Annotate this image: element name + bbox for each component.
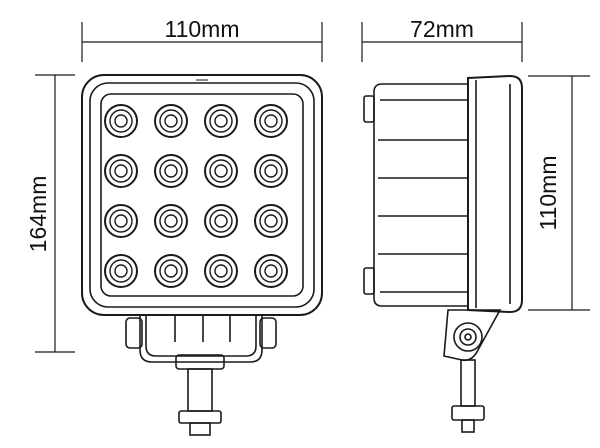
led-lens xyxy=(104,104,138,138)
led-lens xyxy=(154,204,188,238)
side-view xyxy=(363,74,523,433)
led-grid xyxy=(104,104,288,288)
front-lens xyxy=(100,93,304,297)
led-lens xyxy=(204,254,238,288)
led-lens xyxy=(104,154,138,188)
dimension-lines xyxy=(35,22,590,353)
side-bracket xyxy=(443,309,502,362)
side-heatsink xyxy=(373,83,469,307)
led-lens xyxy=(254,104,288,138)
led-lens xyxy=(154,254,188,288)
led-lens xyxy=(204,104,238,138)
front-view xyxy=(81,74,323,436)
side-pivot-bolt xyxy=(453,322,483,352)
led-lens xyxy=(254,254,288,288)
depth-label: 72mm xyxy=(410,16,474,42)
dimension-labels: 110mm 72mm 164mm 110mm xyxy=(25,16,561,252)
led-lens xyxy=(254,204,288,238)
side-height-label: 110mm xyxy=(535,156,561,231)
led-lens xyxy=(154,154,188,188)
front-bezel xyxy=(89,82,315,308)
side-bezel xyxy=(467,74,523,314)
front-bracket xyxy=(125,314,277,436)
led-lens xyxy=(254,154,288,188)
front-height-label: 164mm xyxy=(25,176,51,253)
led-lens xyxy=(104,254,138,288)
led-lens xyxy=(204,204,238,238)
led-lens xyxy=(104,204,138,238)
led-lens xyxy=(204,154,238,188)
led-lens xyxy=(154,104,188,138)
width-label: 110mm xyxy=(165,16,240,42)
front-housing xyxy=(81,74,323,316)
